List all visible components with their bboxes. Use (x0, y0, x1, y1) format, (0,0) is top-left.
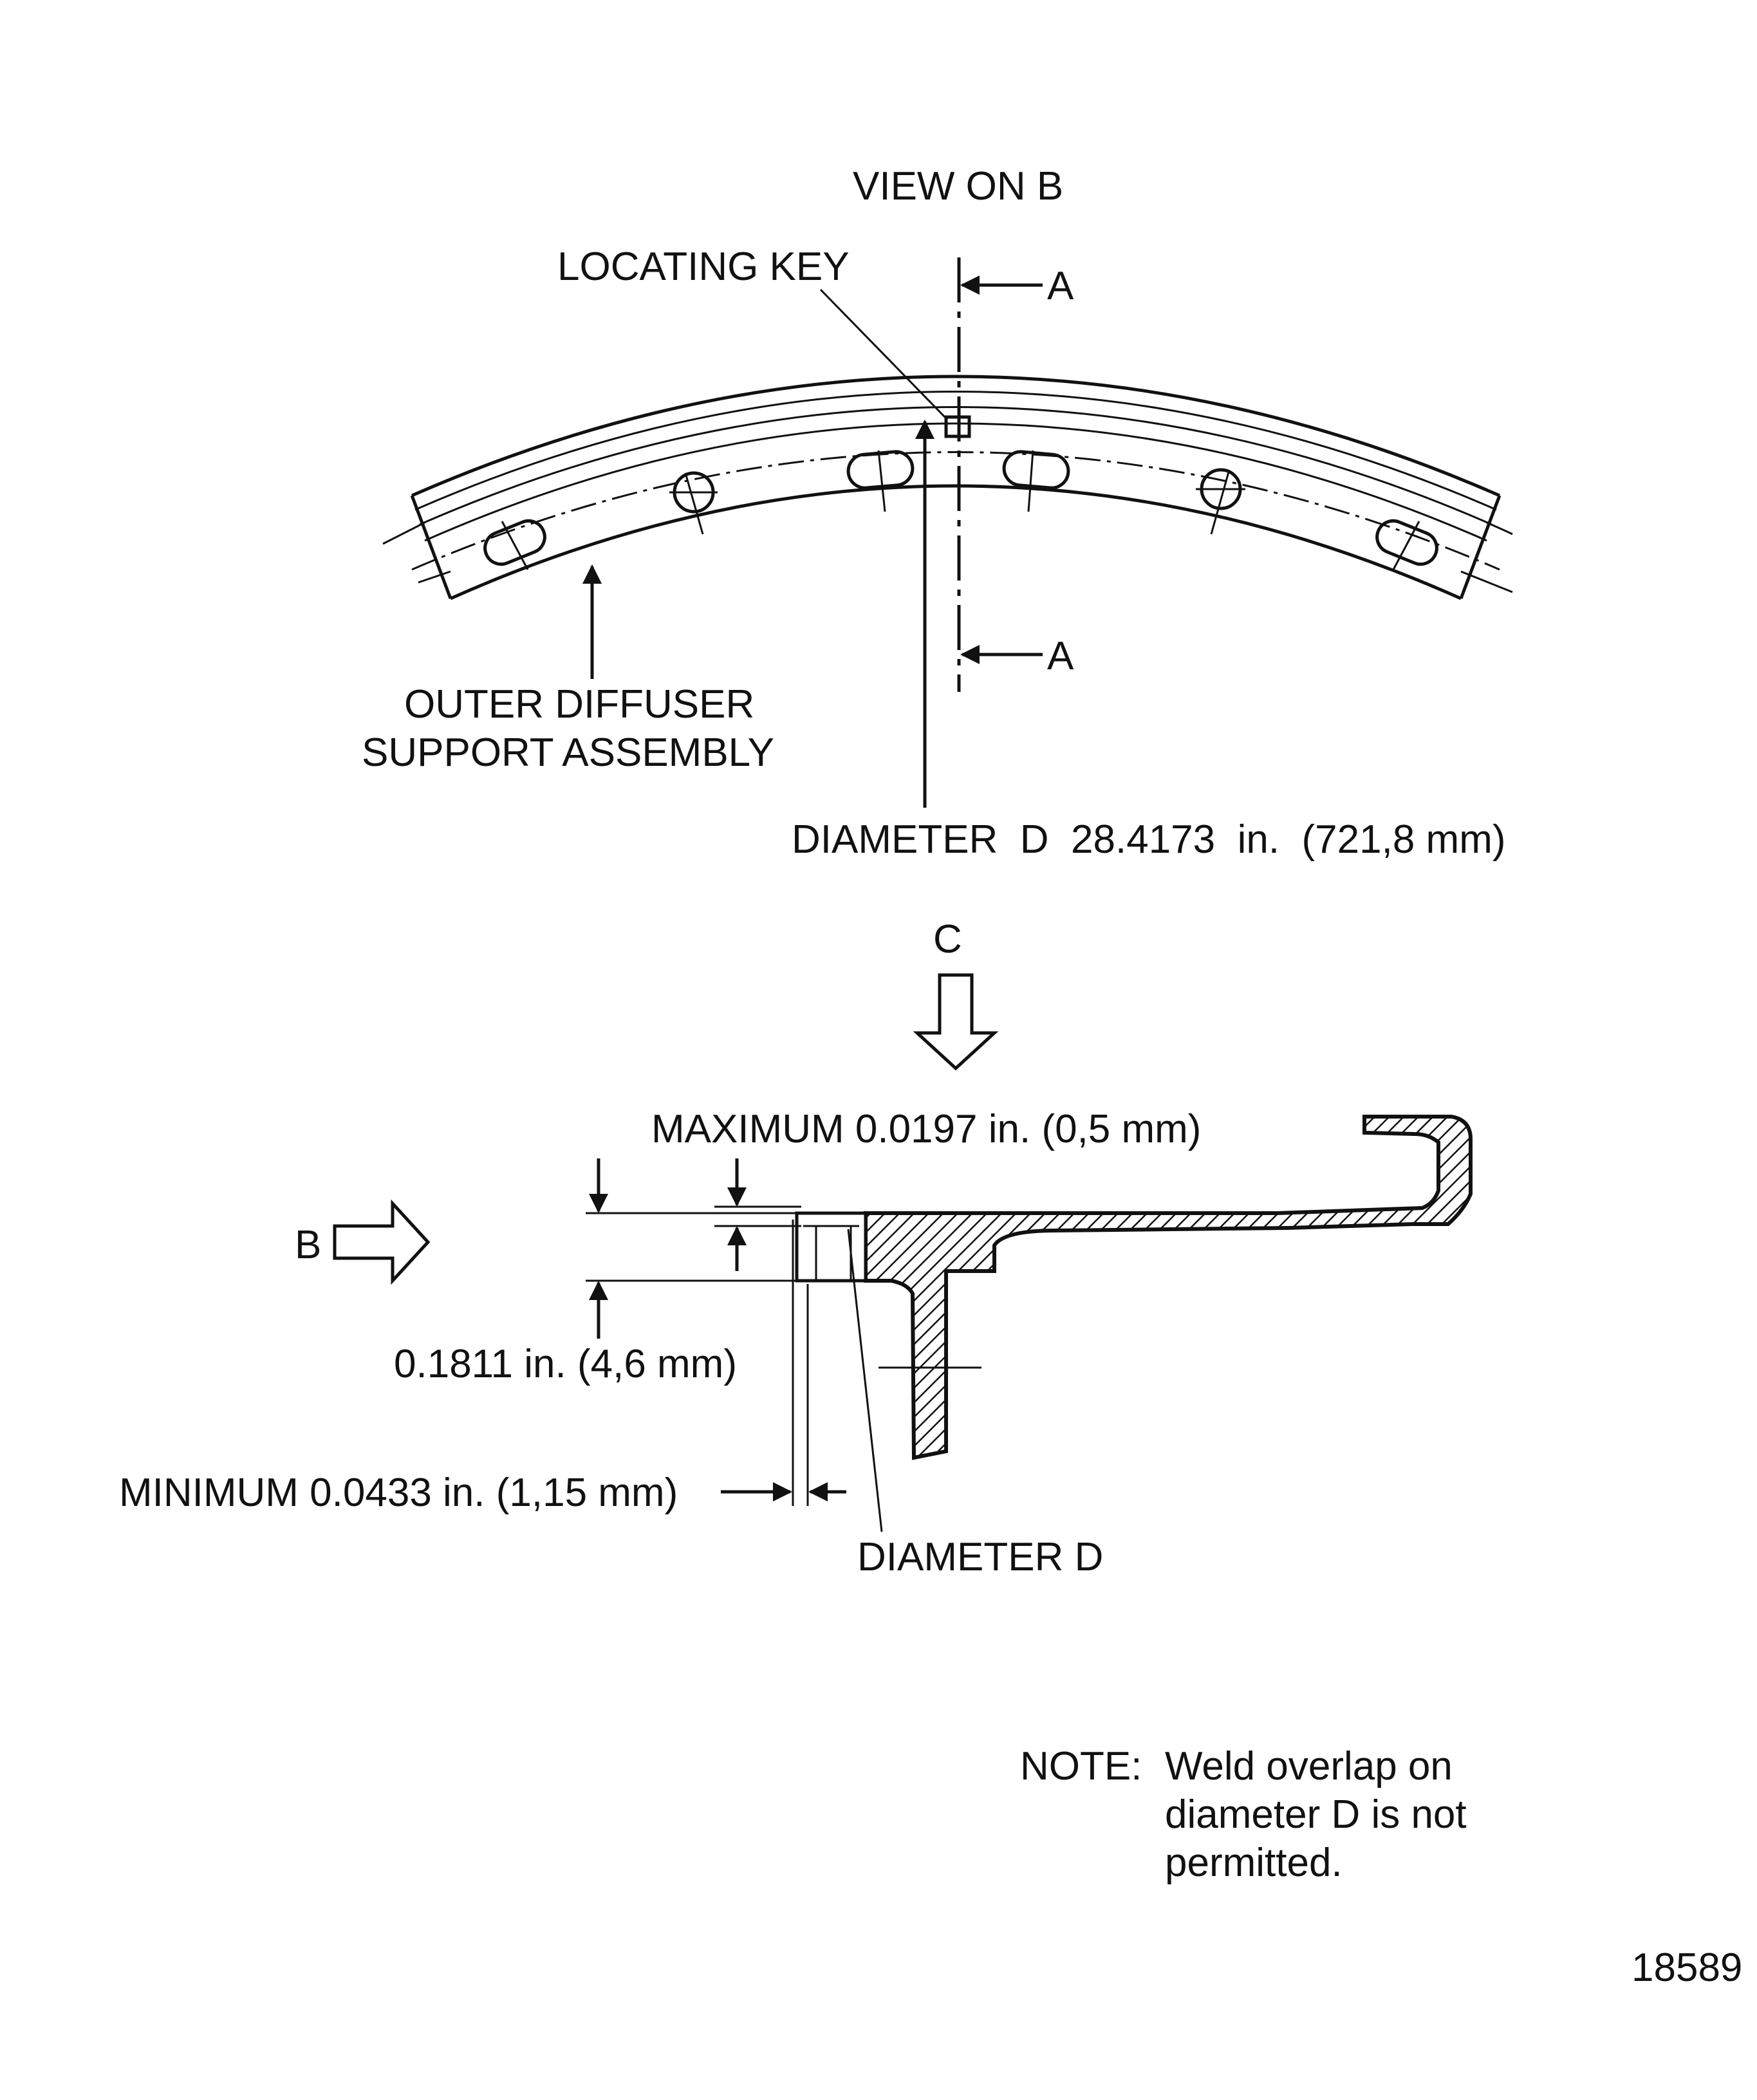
hole-left (669, 471, 718, 535)
ring-left-end (410, 495, 452, 599)
slot-left (483, 519, 546, 570)
note-prefix: NOTE: (1020, 1744, 1142, 1789)
ring-extension-right (1486, 521, 1513, 535)
ring-rim-line-3 (424, 422, 1487, 542)
ring-outer-edge (411, 375, 1501, 497)
cross-section (795, 1115, 1473, 1460)
diameter-d-spec-label: DIAMETER D 28.4173 in. (721,8 mm) (792, 817, 1506, 862)
section-a-label-bottom: A (1047, 634, 1074, 678)
ring-right-end (1459, 495, 1501, 599)
view-c-arrow (913, 973, 999, 1071)
ring-extension-left (382, 521, 425, 545)
bolt-circle-centerline (411, 451, 1500, 571)
hole-right (1196, 468, 1245, 535)
ring-rim-line-1 (414, 391, 1497, 511)
note-line-3: permitted. (1165, 1841, 1343, 1885)
section-a-label-top: A (1047, 264, 1074, 308)
ring-segment-view (382, 375, 1513, 600)
outer-diffuser-label-line1: OUTER DIFFUSER (404, 682, 754, 727)
section-body (864, 1115, 1473, 1460)
minimum-label: MINIMUM 0.0433 in. (1,15 mm) (119, 1471, 678, 1515)
ring-extension-lower-left (418, 570, 451, 584)
view-b-label: B (295, 1223, 321, 1267)
diameter-d-section-leader (847, 1229, 883, 1532)
view-on-b-title: VIEW ON B (853, 164, 1063, 209)
note-line-2: diameter D is not (1165, 1792, 1467, 1837)
weld-key-block (795, 1211, 868, 1283)
height-dim-label: 0.1811 in. (4,6 mm) (394, 1342, 737, 1386)
ring-rim-line-2 (419, 406, 1492, 526)
section-line-a (957, 257, 1043, 692)
locating-key-label: LOCATING KEY (557, 245, 850, 289)
figure-number: 18589 (1632, 1946, 1742, 1990)
slot-center-right (1002, 450, 1070, 512)
dimensions (586, 1158, 883, 1532)
view-c-label: C (933, 917, 962, 962)
ring-inner-edge (449, 484, 1462, 600)
slot-right (1375, 519, 1438, 570)
note-line-1: Weld overlap on (1165, 1744, 1453, 1789)
outer-diffuser-label-line2: SUPPORT ASSEMBLY (362, 730, 774, 775)
locating-key-leader (819, 288, 947, 420)
maximum-label: MAXIMUM 0.0197 in. (0,5 mm) (651, 1107, 1201, 1151)
diameter-d-label: DIAMETER D (857, 1535, 1103, 1579)
ring-extension-lower-right (1460, 570, 1513, 593)
view-b-arrow (333, 1199, 431, 1285)
slot-center-left (846, 450, 915, 512)
